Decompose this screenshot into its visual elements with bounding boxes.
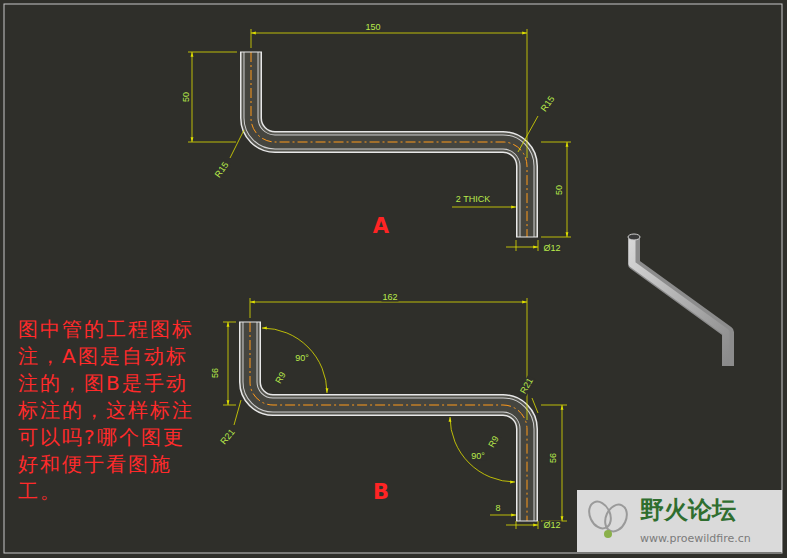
view-letter: A	[373, 216, 389, 237]
dimension-value: 50	[555, 184, 564, 196]
dimension-value: 56	[211, 367, 220, 379]
extension-line	[223, 405, 236, 406]
dim-line	[506, 247, 538, 248]
extension-line	[188, 142, 236, 143]
extension-line	[250, 298, 251, 318]
watermark-text: 野火论坛	[640, 498, 736, 522]
watermark-panel	[577, 490, 782, 552]
angle-value: 90°	[470, 452, 486, 461]
dimension-value: 8	[494, 504, 501, 513]
extension-line	[541, 405, 567, 406]
thickness-note: 2 THICK	[455, 195, 491, 204]
dims-a	[188, 29, 571, 251]
dim-line	[567, 142, 568, 237]
logo-wing	[585, 498, 615, 532]
extension-line	[541, 237, 571, 238]
pipe-wall	[250, 322, 527, 521]
pipe-highlight	[632, 238, 726, 366]
leader-line	[532, 398, 538, 413]
extension-line	[516, 240, 517, 251]
sheet-frame	[4, 4, 782, 553]
dimension-value: 150	[364, 23, 381, 32]
pipe-outline	[250, 322, 527, 521]
extension-line	[538, 240, 539, 251]
angle-value: 90°	[294, 354, 310, 363]
pipe-end	[240, 52, 262, 53]
question-note: 图中管的工程图标注，A图是自动标注的，图B是手动标注的，这样标注可以吗?哪个图更…	[18, 316, 200, 505]
leader-line	[518, 116, 538, 152]
pipe-a	[240, 52, 538, 237]
dim-line	[562, 405, 563, 521]
extension-line	[527, 29, 528, 158]
dim-line	[228, 322, 229, 405]
dimension-value: 56	[549, 452, 558, 464]
radius-value: R9	[487, 434, 502, 450]
dimension-value: 162	[381, 293, 398, 302]
pipe-inner	[251, 52, 527, 237]
leader-line	[234, 400, 241, 425]
watermark	[577, 490, 782, 552]
logo-wing	[601, 501, 631, 535]
angle-arc	[262, 328, 327, 393]
pipe-end	[516, 521, 538, 522]
dim-line	[192, 52, 193, 142]
pipe-end	[239, 322, 261, 323]
dims-b	[223, 298, 567, 529]
center-line	[251, 52, 527, 237]
pipe-inner	[250, 322, 527, 521]
radius-value: R15	[539, 94, 557, 114]
angle-arc	[450, 417, 515, 482]
pipe-end	[516, 237, 538, 238]
pipe-b	[239, 322, 538, 521]
extension-line	[188, 52, 237, 53]
dim-line	[490, 515, 516, 516]
radius-value: R21	[518, 376, 535, 397]
center-line	[250, 322, 527, 521]
dim-line	[250, 302, 527, 303]
leader-line	[230, 130, 244, 158]
radius-value: R21	[219, 427, 238, 447]
dim-line	[506, 525, 538, 526]
extension-line	[541, 142, 571, 143]
diameter-value: Ø12	[542, 521, 561, 530]
extension-line	[527, 298, 528, 420]
dimension-value: 50	[182, 91, 191, 103]
pipe-opening	[628, 234, 640, 240]
logo-dot	[604, 530, 612, 538]
radius-value: R15	[213, 160, 231, 180]
extension-line	[223, 322, 236, 323]
watermark-url: www.proewildfire.cn	[640, 533, 751, 544]
diameter-value: Ø12	[542, 244, 561, 253]
pipe-outline	[251, 52, 527, 237]
pipe-3d-view	[628, 234, 728, 366]
leader-line	[452, 207, 516, 208]
pipe-bore	[250, 322, 527, 521]
pipe-wall	[251, 52, 527, 237]
radius-value: R9	[274, 370, 289, 386]
pipe-bore	[251, 52, 527, 237]
view-letter: B	[373, 482, 389, 503]
dim-line	[251, 33, 527, 34]
extension-line	[251, 29, 252, 48]
